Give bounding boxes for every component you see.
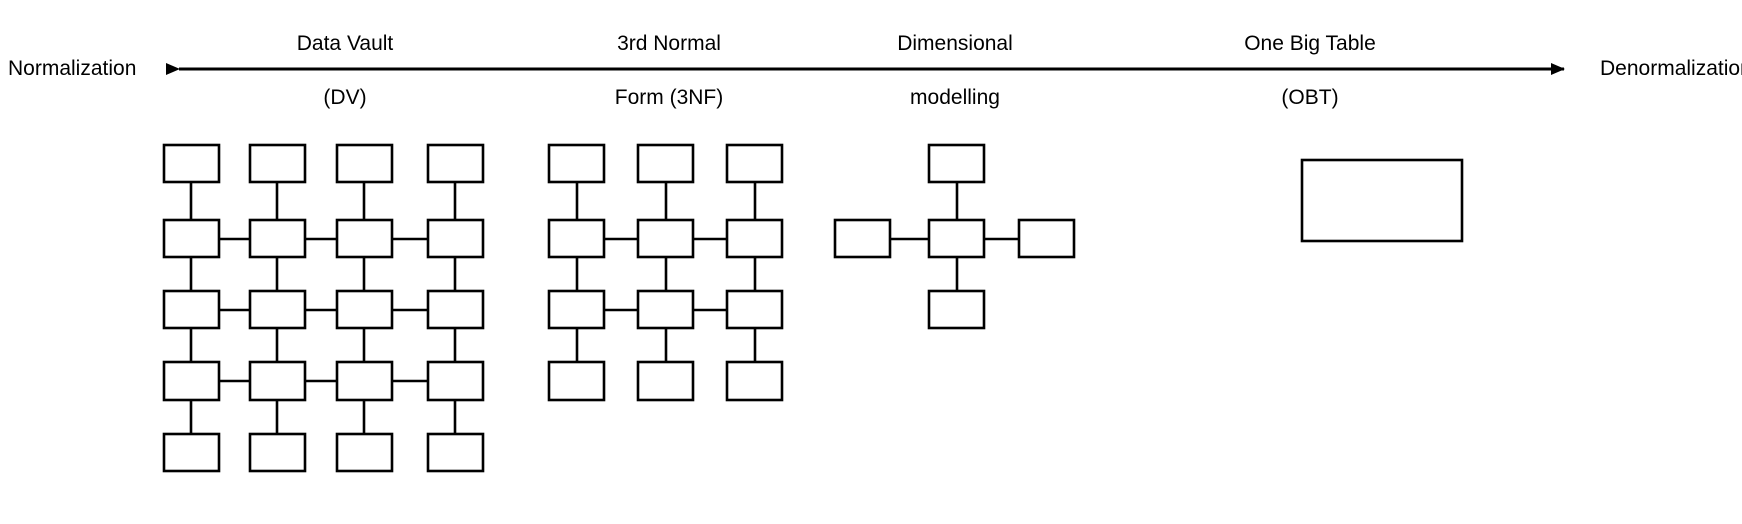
entity-box[interactable] — [248, 143, 307, 184]
entity-box[interactable] — [636, 218, 695, 259]
schema-group-dimensional-modelling — [833, 143, 1076, 330]
stage-label-third-normal-form: 3rd Normal Form (3NF) — [545, 3, 793, 138]
stage-label-line2: (DV) — [323, 86, 367, 109]
dimension-box[interactable] — [1017, 218, 1076, 259]
entity-box[interactable] — [426, 360, 485, 402]
entity-box[interactable] — [335, 360, 394, 402]
stage-label-one-big-table: One Big Table (OBT) — [1150, 3, 1470, 138]
entity-box[interactable] — [725, 289, 784, 330]
entity-box[interactable] — [426, 143, 485, 184]
entity-box[interactable] — [162, 218, 221, 259]
stage-label-data-vault: Data Vault (DV) — [210, 3, 480, 138]
entity-box[interactable] — [636, 143, 695, 184]
axis-label-normalization: Normalization — [8, 57, 137, 80]
entity-box[interactable] — [335, 432, 394, 473]
dimension-box[interactable] — [927, 289, 986, 330]
stage-label-line2: modelling — [910, 86, 1000, 109]
one-big-table-box[interactable] — [1300, 158, 1464, 243]
stage-label-line1: Data Vault — [296, 32, 394, 55]
entity-box[interactable] — [162, 143, 221, 184]
entity-box[interactable] — [725, 218, 784, 259]
dimension-box[interactable] — [927, 143, 986, 184]
entity-box[interactable] — [426, 289, 485, 330]
schema-group-data-vault — [162, 143, 485, 473]
entity-box[interactable] — [248, 432, 307, 473]
entity-box[interactable] — [335, 289, 394, 330]
entity-box[interactable] — [248, 360, 307, 402]
stage-label-line2: Form (3NF) — [614, 86, 724, 109]
stage-label-line2: (OBT) — [1281, 86, 1339, 109]
entity-box[interactable] — [426, 218, 485, 259]
axis-label-denormalization: Denormalization — [1600, 57, 1742, 80]
entity-box[interactable] — [547, 143, 606, 184]
entity-box[interactable] — [426, 432, 485, 473]
stage-label-line1: Dimensional — [897, 32, 1013, 55]
entity-box[interactable] — [547, 289, 606, 330]
schema-group-third-normal-form — [547, 143, 784, 402]
entity-box[interactable] — [248, 289, 307, 330]
entity-box[interactable] — [335, 218, 394, 259]
schema-group-one-big-table — [1300, 158, 1464, 243]
entity-box[interactable] — [335, 143, 394, 184]
entity-box[interactable] — [162, 432, 221, 473]
fact-table-box[interactable] — [927, 218, 986, 259]
entity-box[interactable] — [248, 218, 307, 259]
entity-box[interactable] — [636, 289, 695, 330]
entity-box[interactable] — [547, 360, 606, 402]
stage-label-line1: 3rd Normal — [617, 32, 721, 55]
entity-box[interactable] — [636, 360, 695, 402]
stage-label-line1: One Big Table — [1244, 32, 1376, 55]
stage-label-dimensional-modelling: Dimensional modelling — [830, 3, 1080, 138]
entity-box[interactable] — [162, 360, 221, 402]
entity-box[interactable] — [162, 289, 221, 330]
dimension-box[interactable] — [833, 218, 892, 259]
entity-box[interactable] — [725, 143, 784, 184]
entity-box[interactable] — [547, 218, 606, 259]
entity-box[interactable] — [725, 360, 784, 402]
